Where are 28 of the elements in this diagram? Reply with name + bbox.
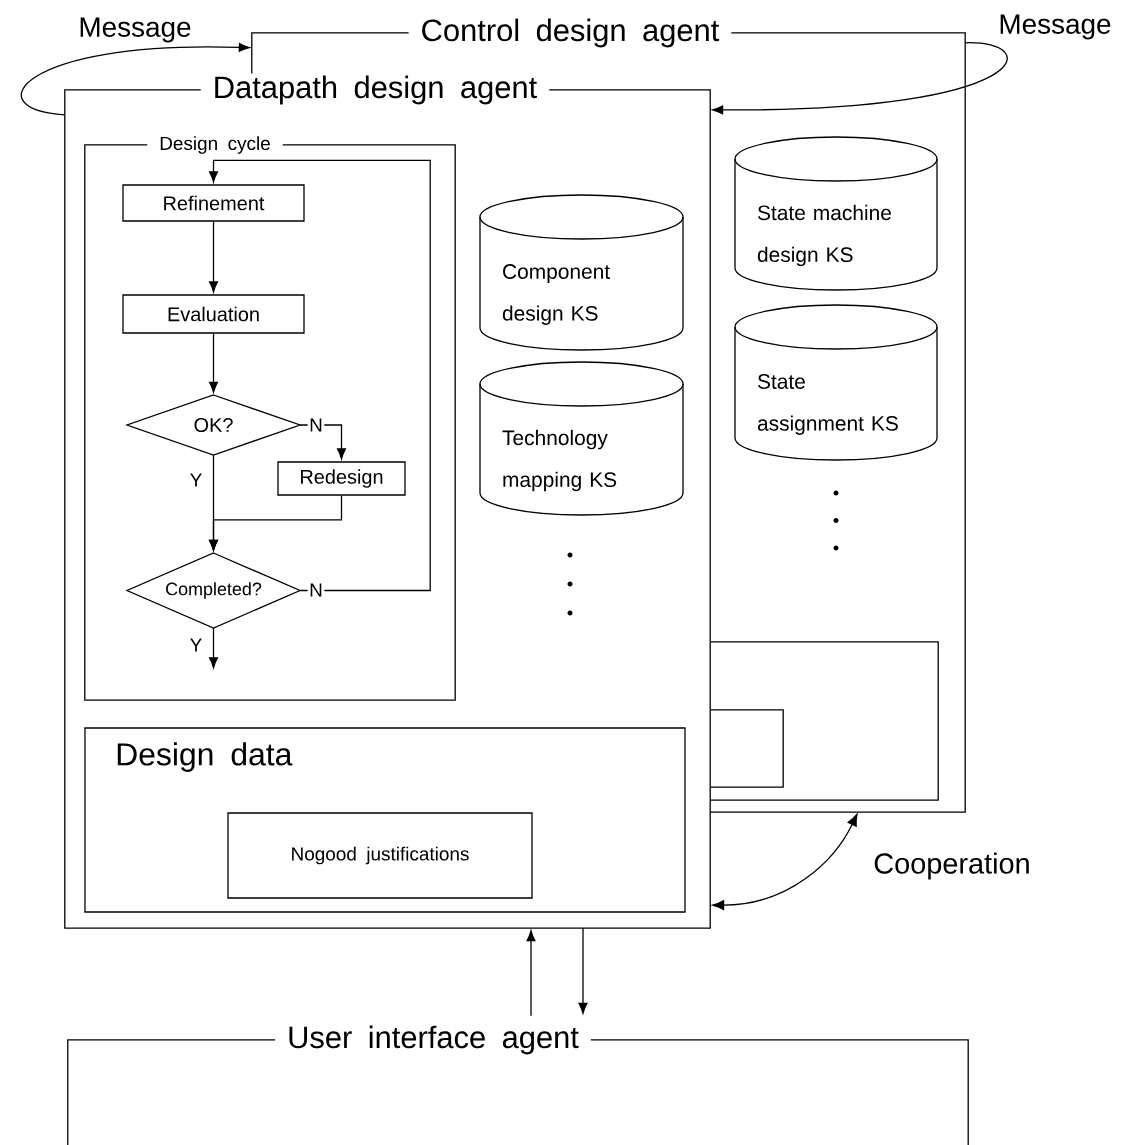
data-box: Nogood justifications [227, 812, 533, 899]
arrow [299, 424, 346, 460]
arrow [209, 495, 343, 551]
knowledge-source-cylinder: State assignment KS [734, 304, 938, 461]
node-label: User interface agent [289, 1025, 579, 1055]
arrow [20, 42, 250, 116]
arrow [712, 813, 858, 911]
arrow [209, 627, 218, 669]
arrow [526, 930, 536, 1017]
edge-label: Y [188, 472, 204, 488]
edge-label: Message [996, 13, 1114, 41]
knowledge-source-cylinder: Technology mapping KS [479, 361, 684, 516]
process-box: Redesign [277, 461, 406, 496]
knowledge-source-cylinder: Component design KS [479, 194, 684, 351]
arrow [578, 927, 588, 1014]
arrow [712, 42, 1008, 115]
knowledge-source-cylinder: State machine design KS [734, 136, 938, 291]
process-box: Refinement [122, 184, 305, 222]
empty-box [710, 709, 784, 788]
arrow [209, 333, 218, 393]
arrow [209, 159, 431, 592]
edge-label: Message [76, 16, 194, 44]
agent-frame: User interface agent [67, 1023, 969, 1145]
arrow [209, 221, 218, 293]
empty-box [710, 641, 939, 801]
edge-label: Y [188, 637, 204, 653]
edge-label: Cooperation [871, 851, 1033, 881]
process-box: Evaluation [122, 294, 305, 334]
